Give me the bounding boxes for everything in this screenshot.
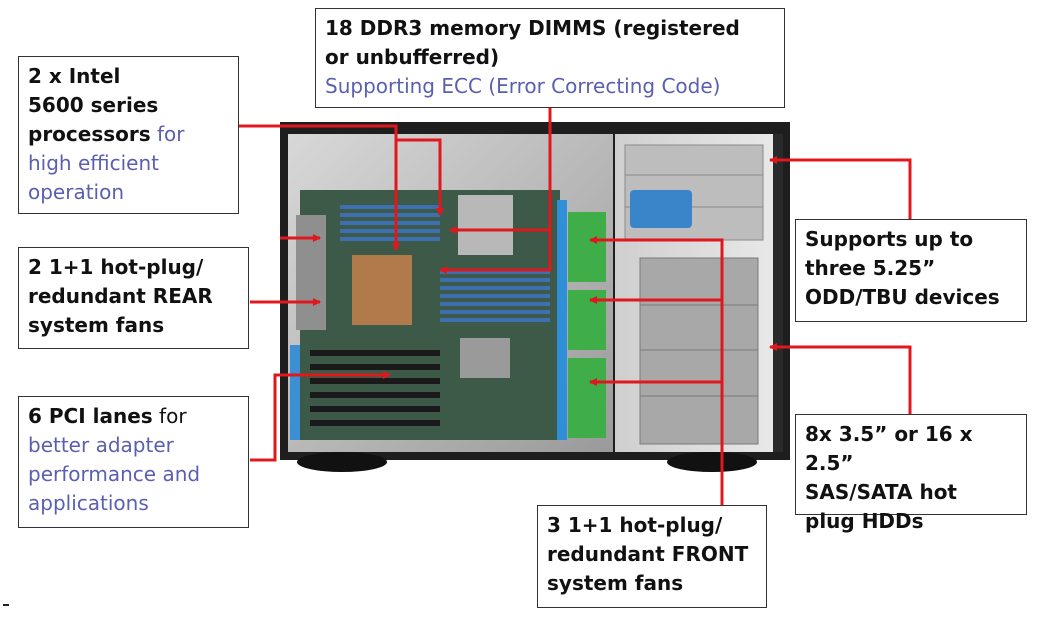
pci-line2: better adapter — [28, 433, 174, 457]
processors-line2: 5600 series — [28, 93, 159, 117]
hdd-line3: plug HDDs — [805, 509, 924, 533]
pci-line4: applications — [28, 491, 149, 515]
memory-line1: 18 DDR3 memory DIMMS (registered — [325, 16, 740, 40]
callout-pci: 6 PCI lanes for better adapter performan… — [18, 396, 249, 528]
odd-tbu-line1: Supports up to — [805, 227, 974, 251]
front-fans-line3: system fans — [547, 571, 684, 595]
callout-memory: 18 DDR3 memory DIMMS (registered or unbu… — [315, 8, 785, 108]
memory-line2: or unbufferred) — [325, 45, 500, 69]
front-fan-bracket — [557, 200, 567, 440]
rear-fans-line3: system fans — [28, 313, 165, 337]
front-fans — [568, 212, 606, 438]
arrow-pci — [250, 371, 391, 462]
rear-fans-line1: 2 1+1 hot-plug/ — [28, 255, 204, 279]
processors-line4: high efficient — [28, 151, 159, 175]
front-fans-line2: redundant FRONT — [547, 542, 749, 566]
pci-line1: 6 PCI lanes — [28, 404, 153, 428]
processors-line1: 2 x Intel — [28, 64, 121, 88]
arrow-hdd — [769, 343, 912, 415]
arrow-memory-2 — [439, 230, 552, 274]
memory-line3: Supporting ECC (Error Correcting Code) — [325, 74, 721, 98]
callout-hdd: 8x 3.5” or 16 x 2.5” SAS/SATA hot plug H… — [795, 414, 1027, 533]
motherboard — [300, 190, 560, 440]
odd-tbu-line3: ODD/TBU devices — [805, 285, 1000, 309]
front-fans-line1: 3 1+1 hot-plug/ — [547, 513, 723, 537]
pci-line3: performance and — [28, 462, 201, 486]
processors-line3-rest: for — [150, 122, 185, 146]
callout-rear-fans: 2 1+1 hot-plug/ redundant REAR system fa… — [18, 247, 249, 349]
rear-fan — [296, 215, 326, 330]
pci-line1-rest: for — [152, 404, 187, 428]
hdd-line1: 8x 3.5” or 16 x 2.5” — [805, 422, 973, 475]
arrow-front-fan-1 — [589, 236, 724, 505]
rear-io-brackets — [290, 345, 300, 440]
arrow-odd-tbu — [769, 156, 912, 220]
processors-line5: operation — [28, 180, 125, 204]
rear-fans-line2: redundant REAR — [28, 284, 213, 308]
arrow-processor-2 — [394, 126, 444, 216]
leader-arrows — [238, 107, 912, 505]
edge-mark — [3, 604, 9, 606]
chassis-feet — [297, 452, 757, 472]
processors-line3: processors — [28, 122, 151, 146]
callout-processors: 2 x Intel 5600 series processors for hig… — [18, 56, 239, 214]
hdd-line2: SAS/SATA hot — [805, 480, 957, 504]
callout-odd-tbu: Supports up to three 5.25” ODD/TBU devic… — [795, 219, 1027, 322]
callout-front-fans: 3 1+1 hot-plug/ redundant FRONT system f… — [537, 505, 767, 608]
odd-tbu-line2: three 5.25” — [805, 256, 936, 280]
